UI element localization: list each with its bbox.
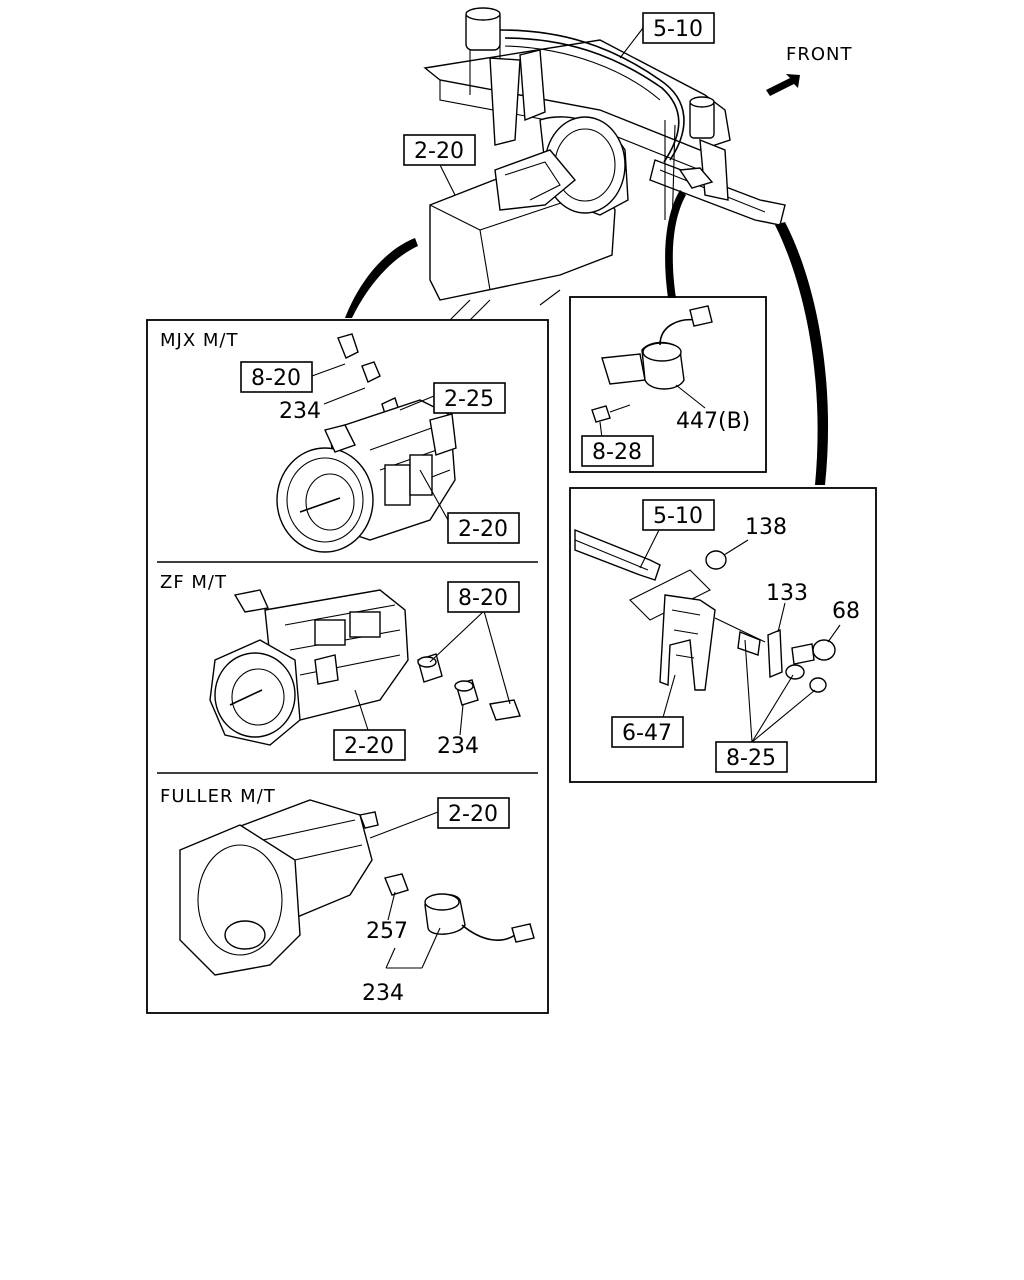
callout-label: 5-10 xyxy=(653,17,703,42)
front-indicator: FRONT xyxy=(766,44,853,96)
front-arrow-icon xyxy=(766,74,800,96)
callout-fuller-adapter: 257 xyxy=(366,919,408,944)
callout-label: 8-25 xyxy=(726,746,776,771)
callout-label: 2-20 xyxy=(414,139,464,164)
transmission-variants-panel xyxy=(146,319,549,1014)
callout-fastener-group: 8-25 xyxy=(715,741,788,773)
callout-label: 5-10 xyxy=(653,504,703,529)
callout-bolt: 68 xyxy=(832,599,860,624)
section-mjx: MJX M/T xyxy=(160,330,457,553)
callout-zf-transmission: 2-20 xyxy=(333,729,406,761)
callout-zf-sensor-group: 8-20 xyxy=(447,581,520,613)
callout-mjx-sensor-group: 8-20 xyxy=(240,361,313,393)
callout-label: 8-20 xyxy=(458,586,508,611)
valve-panel xyxy=(569,296,767,473)
section-title: ZF M/T xyxy=(160,572,227,593)
callout-frame-group: 5-10 xyxy=(619,12,715,59)
callout-top-transmission: 2-20 xyxy=(403,134,476,196)
callout-label: 6-47 xyxy=(622,721,672,746)
callout-zf-sensor: 234 xyxy=(437,734,479,759)
callout-mjx-plug: 2-25 xyxy=(433,382,506,414)
frame-assembly-drawing xyxy=(345,7,829,485)
callout-label: 2-20 xyxy=(448,802,498,827)
callout-label: 8-20 xyxy=(251,366,301,391)
callout-plate: 133 xyxy=(766,581,808,606)
section-zf: ZF M/T xyxy=(160,572,521,746)
callout-mjx-sensor: 234 xyxy=(279,399,321,424)
callout-bracket-frame-group: 5-10 xyxy=(642,499,715,531)
callout-valve-bolt-group: 8-28 xyxy=(581,435,654,467)
callout-valve-part: 447(B) xyxy=(676,409,750,434)
front-label: FRONT xyxy=(786,44,853,65)
callout-label: 2-20 xyxy=(458,517,508,542)
callout-label: 2-20 xyxy=(344,734,394,759)
callout-nut: 138 xyxy=(745,515,787,540)
callout-bracket-group: 6-47 xyxy=(611,716,684,748)
callout-fuller-sensor: 234 xyxy=(362,981,404,1006)
section-title: MJX M/T xyxy=(160,330,238,351)
section-fuller: FULLER M/T xyxy=(160,786,535,976)
callout-fuller-transmission: 2-20 xyxy=(437,797,510,829)
callout-mjx-transmission: 2-20 xyxy=(447,512,520,544)
bracket-panel xyxy=(569,487,877,783)
section-title: FULLER M/T xyxy=(160,786,276,807)
callout-label: 2-25 xyxy=(444,387,494,412)
callout-label: 8-28 xyxy=(592,440,642,465)
